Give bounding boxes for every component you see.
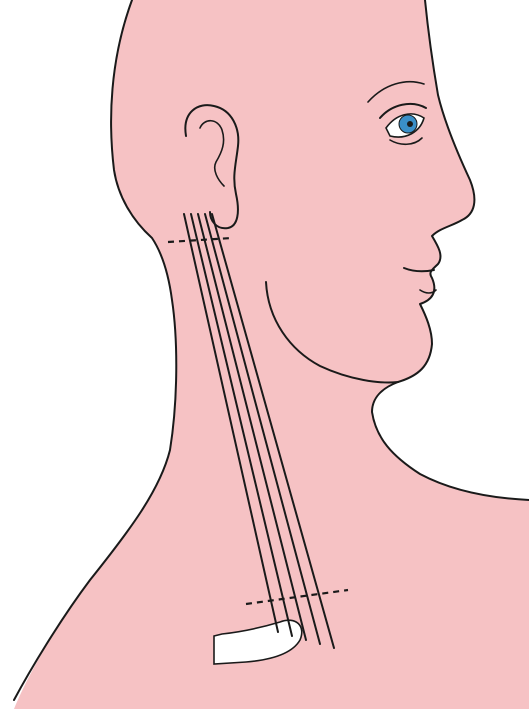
eye-pupil [407, 121, 413, 127]
